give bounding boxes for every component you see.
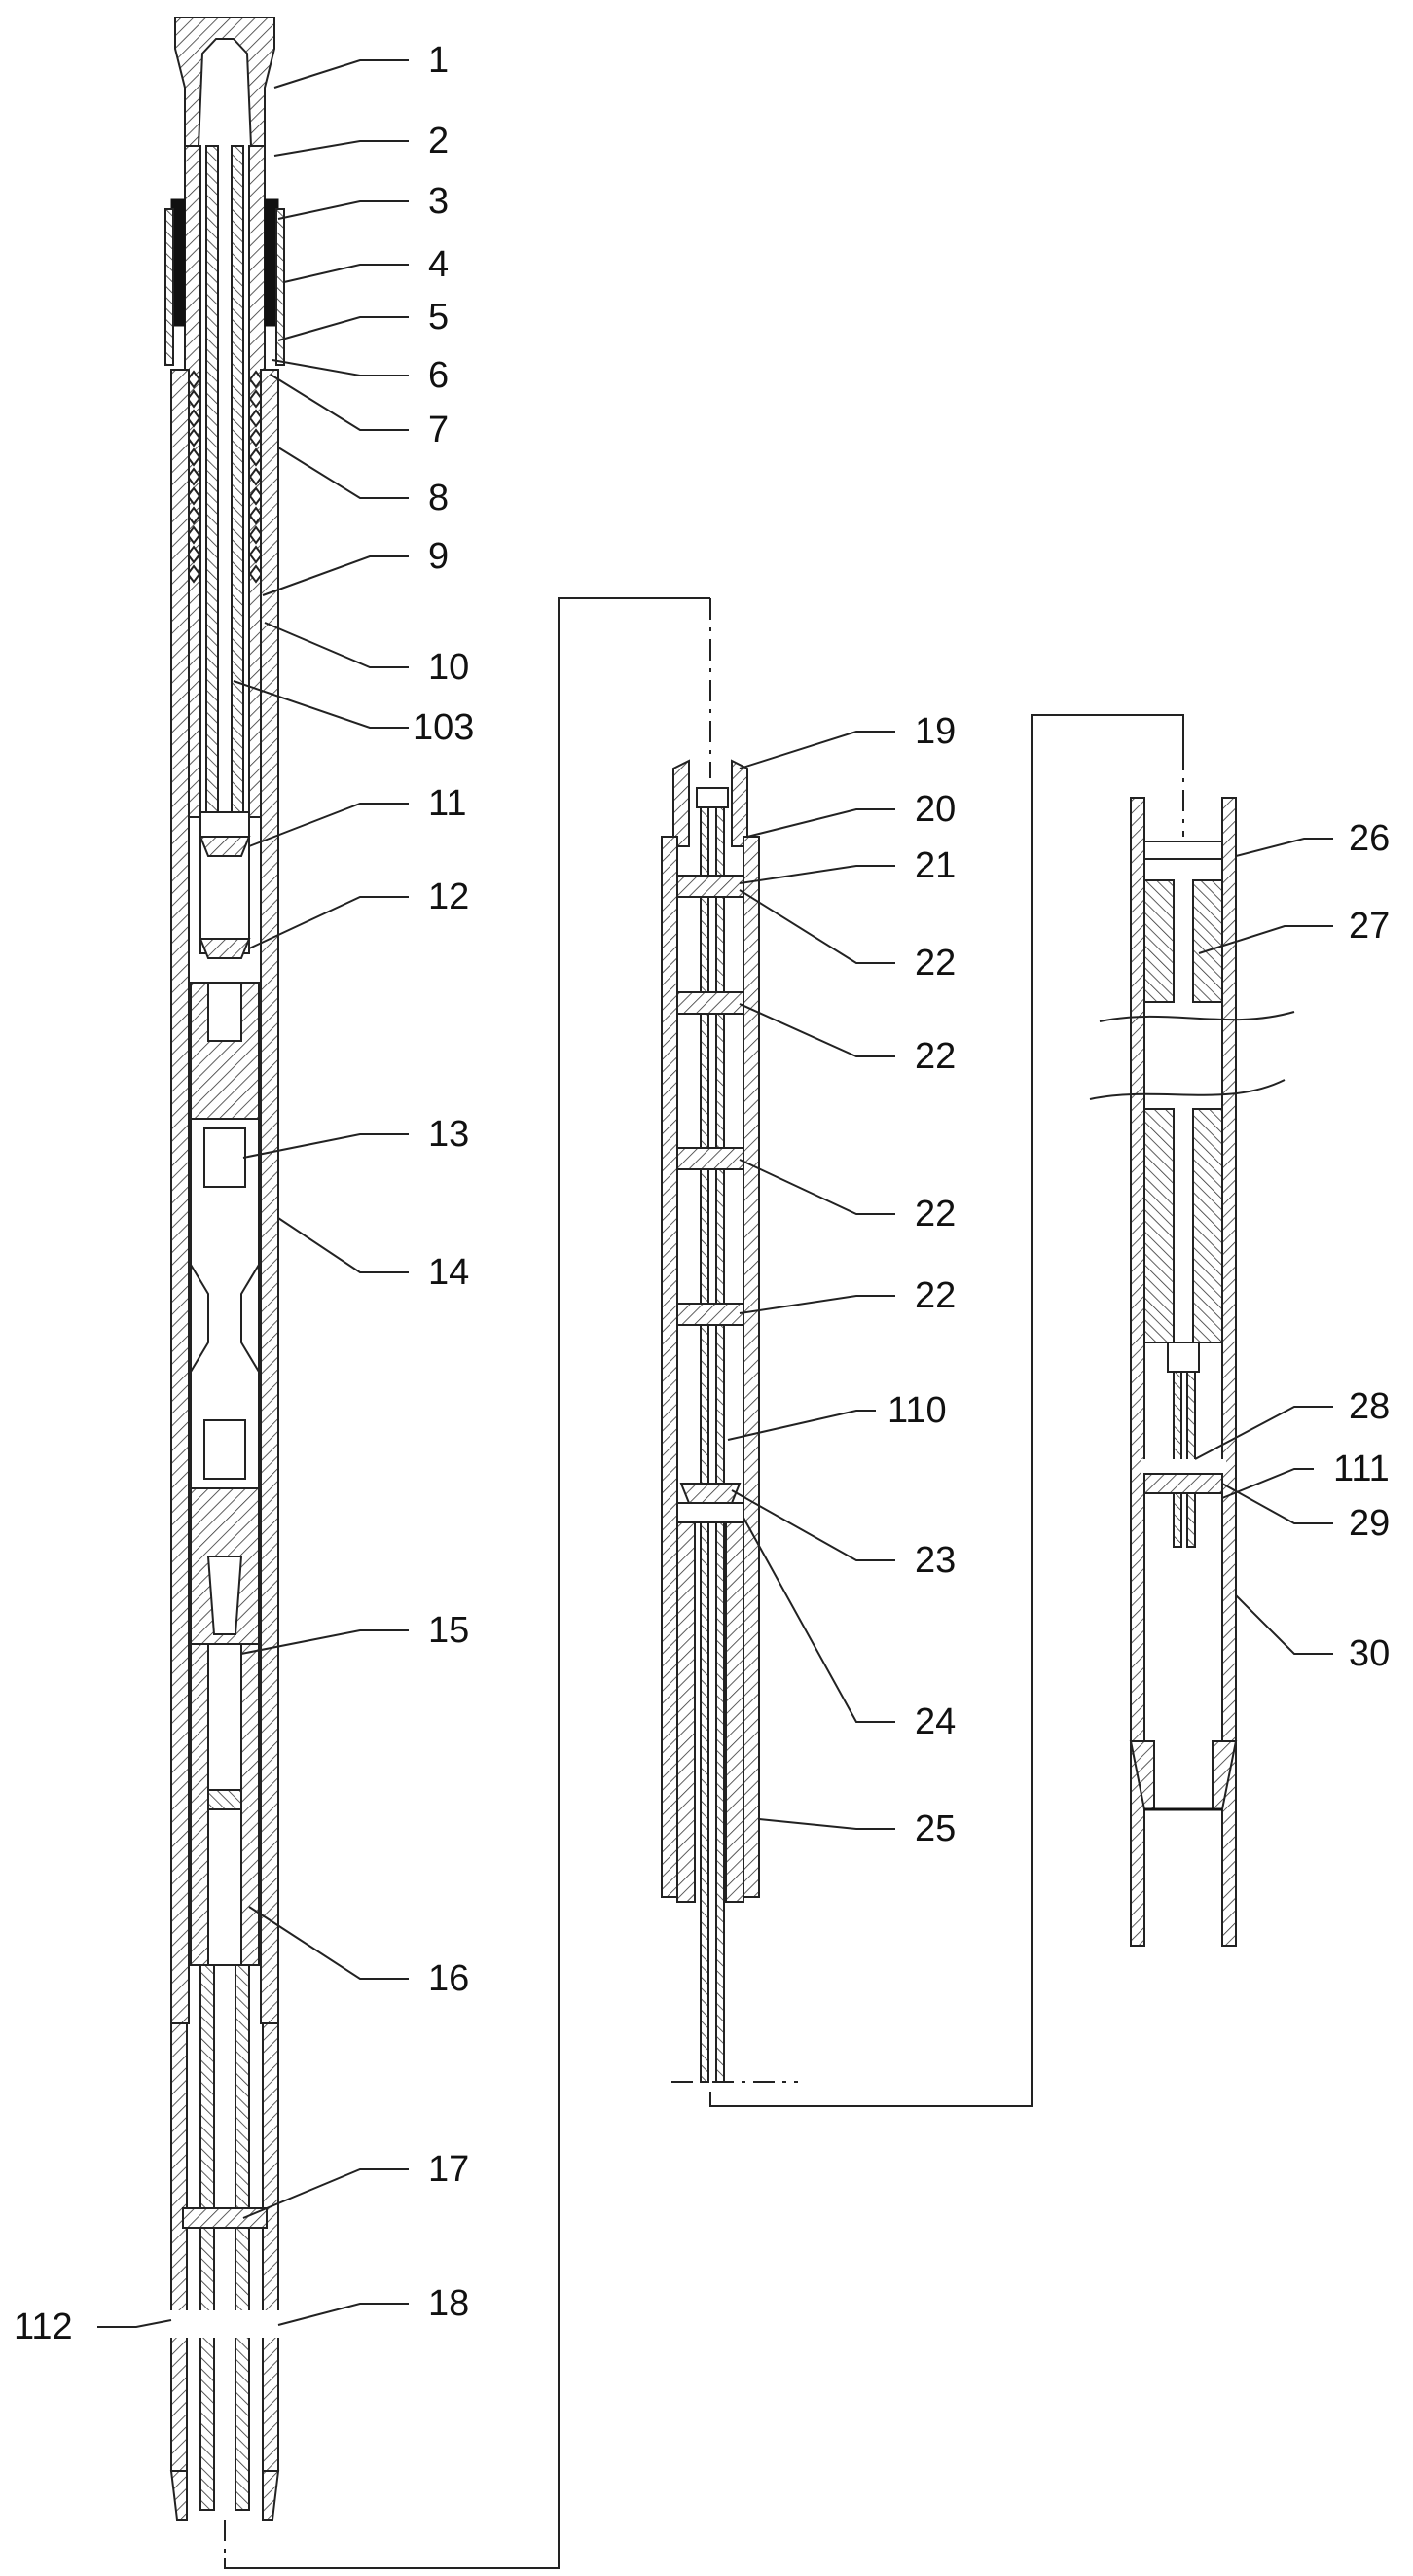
callout-22b: 22 [739,1003,956,1077]
callout-29: 29 [1221,1483,1390,1544]
svg-text:22: 22 [915,943,956,984]
right-tool-assembly [1089,749,1295,1947]
callout-8: 8 [277,447,449,519]
svg-text:6: 6 [428,355,449,396]
callout-17: 17 [242,2149,469,2219]
callout-3: 3 [277,181,449,222]
connector-lines [224,597,1184,2569]
callout-27: 27 [1198,906,1390,954]
callout-12: 12 [248,877,469,949]
svg-text:23: 23 [915,1540,956,1581]
callout-21: 21 [739,845,956,886]
svg-text:10: 10 [428,647,469,688]
callout-13: 13 [242,1114,469,1159]
svg-text:27: 27 [1349,906,1390,947]
callout-111: 111 [1221,1449,1390,1499]
callout-103: 103 [233,680,474,748]
svg-text:21: 21 [915,845,956,886]
callout-28: 28 [1194,1386,1390,1460]
callout-16: 16 [248,1906,469,1999]
callout-group: 1 2 3 4 5 6 7 8 9 10 103 11 12 13 14 15 … [14,40,1390,2347]
callout-19: 19 [739,711,956,769]
callout-18: 18 [277,2283,469,2326]
svg-text:4: 4 [428,244,449,285]
callout-7: 7 [270,374,449,450]
svg-text:22: 22 [915,1275,956,1316]
svg-text:110: 110 [888,1390,947,1431]
svg-text:1: 1 [428,40,449,81]
svg-text:22: 22 [915,1194,956,1234]
callout-14: 14 [277,1217,469,1293]
svg-text:29: 29 [1349,1503,1390,1544]
svg-text:7: 7 [428,410,449,450]
ball-chain-right [248,370,264,584]
svg-text:20: 20 [915,789,956,830]
callout-20: 20 [746,789,956,838]
svg-text:18: 18 [428,2283,469,2324]
callout-5: 5 [277,297,449,341]
svg-text:13: 13 [428,1114,469,1155]
svg-text:11: 11 [428,783,466,824]
callout-10: 10 [264,622,469,688]
left-tool-assembly [164,17,285,2558]
svg-text:111: 111 [1333,1449,1390,1489]
svg-text:28: 28 [1349,1386,1390,1427]
ball-chain-left [186,370,201,584]
svg-text:24: 24 [915,1701,956,1742]
svg-text:25: 25 [915,1808,956,1849]
callout-25: 25 [758,1808,956,1849]
callout-1: 1 [273,40,449,89]
callout-9: 9 [262,536,449,596]
svg-text:5: 5 [428,297,449,338]
callout-112: 112 [14,2307,172,2347]
svg-text:22: 22 [915,1036,956,1077]
svg-text:9: 9 [428,536,449,577]
svg-text:15: 15 [428,1610,469,1651]
middle-tool-assembly [661,598,798,2083]
callout-22d: 22 [739,1275,956,1316]
callout-15: 15 [240,1610,469,1655]
callout-110: 110 [727,1390,947,1441]
callout-23: 23 [731,1489,956,1581]
callout-22c: 22 [739,1159,956,1234]
callout-6: 6 [272,355,449,396]
svg-text:12: 12 [428,877,469,917]
svg-text:8: 8 [428,478,449,519]
svg-text:3: 3 [428,181,449,222]
callout-11: 11 [248,783,466,847]
callout-30: 30 [1235,1594,1390,1674]
svg-text:2: 2 [428,121,449,161]
callout-24: 24 [743,1517,956,1742]
callout-2: 2 [273,121,449,161]
callout-22a: 22 [739,889,956,984]
callout-26: 26 [1235,818,1390,859]
svg-text:14: 14 [428,1252,469,1293]
svg-text:103: 103 [413,707,474,748]
svg-text:19: 19 [915,711,956,752]
svg-text:26: 26 [1349,818,1390,859]
svg-text:112: 112 [14,2307,73,2347]
callout-4: 4 [283,244,449,285]
svg-text:17: 17 [428,2149,469,2190]
svg-text:16: 16 [428,1958,469,1999]
svg-text:30: 30 [1349,1633,1390,1674]
